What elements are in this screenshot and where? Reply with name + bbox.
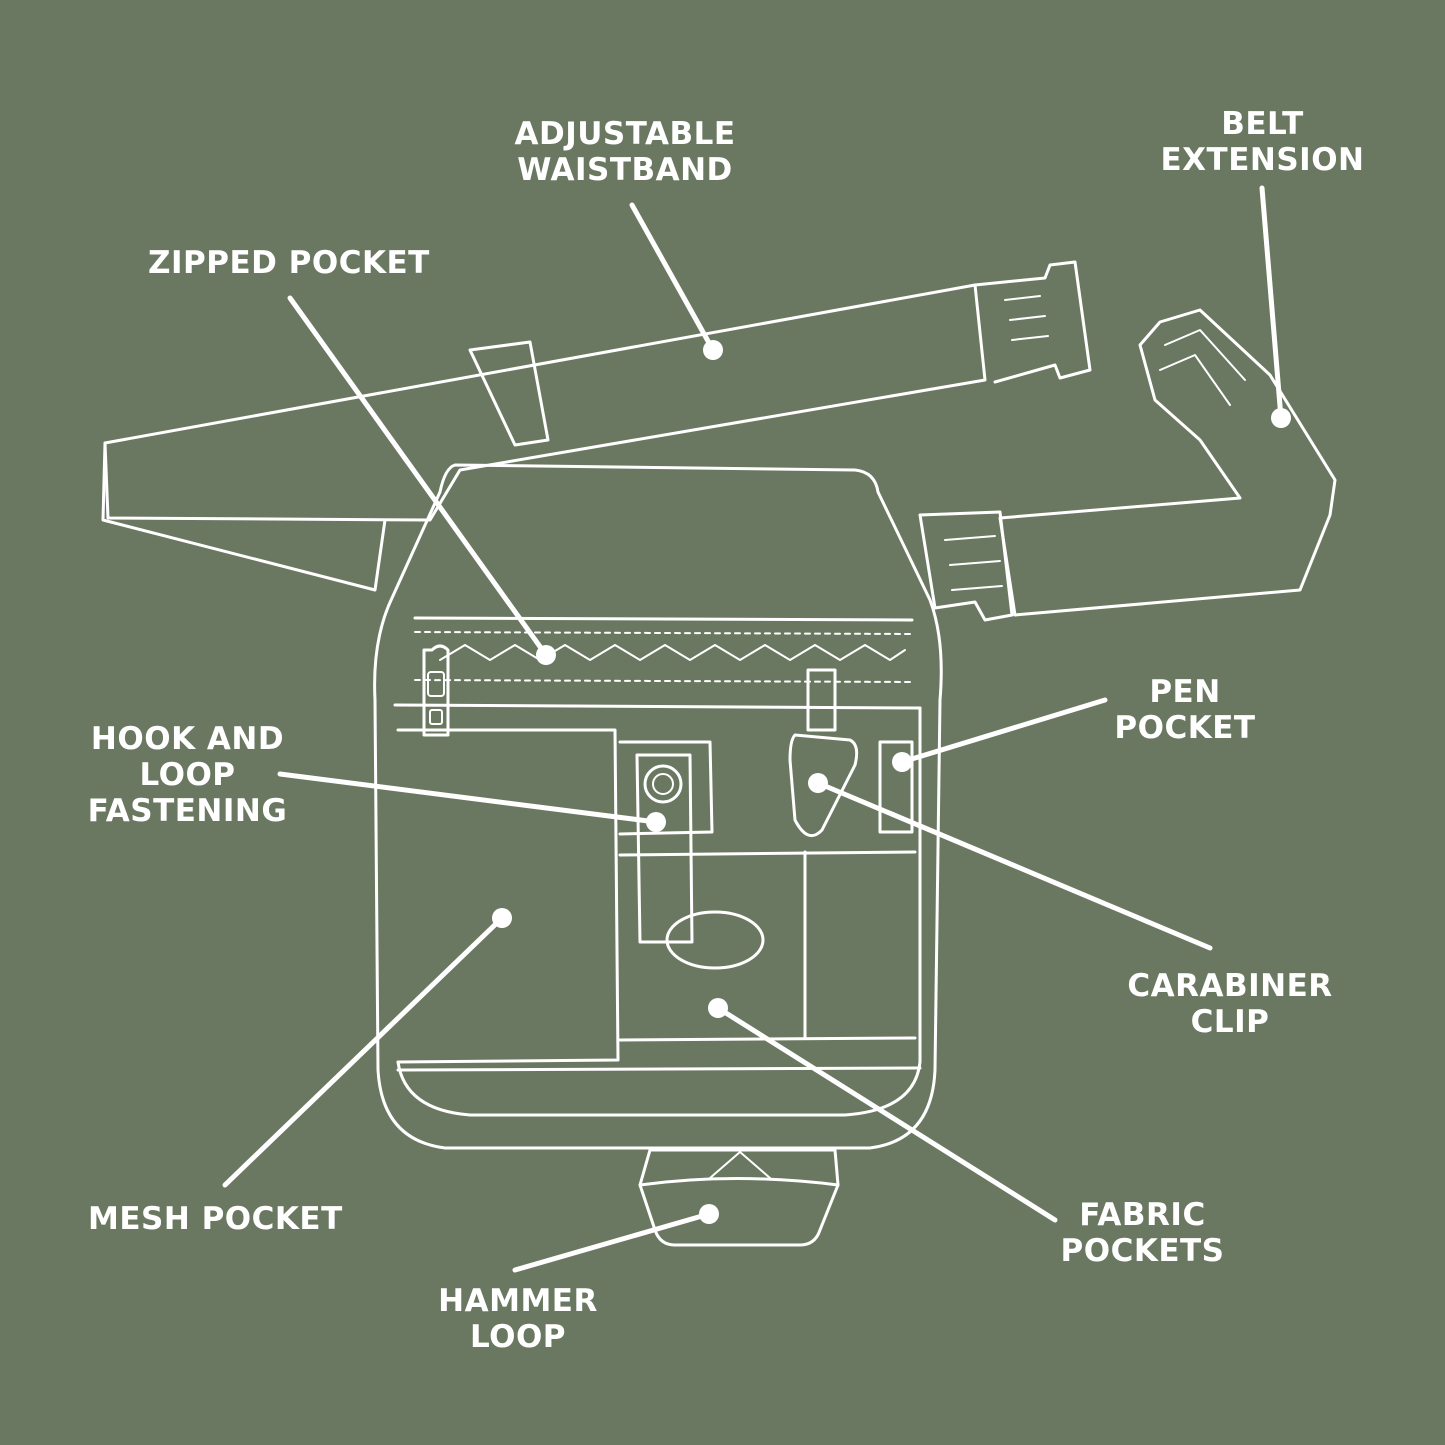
- label-line: FASTENING: [87, 793, 288, 829]
- label-line: HOOK AND: [90, 721, 285, 757]
- leader-adjustable-waistband: [629, 202, 723, 360]
- label-line: BELT: [1221, 106, 1304, 142]
- label-line: WAISTBAND: [517, 152, 733, 188]
- label-line: POCKETS: [1060, 1233, 1225, 1269]
- label-line: POCKET: [1114, 710, 1256, 746]
- leader-zipped-pocket: [287, 295, 556, 665]
- waistband-strap: [101, 260, 1092, 592]
- label-belt-extension: BELT EXTENSION: [1150, 106, 1375, 178]
- leader-pen-pocket: [892, 697, 1108, 772]
- label-line: CARABINER: [1127, 968, 1333, 1004]
- label-line: LOOP: [469, 1319, 567, 1355]
- label-line: EXTENSION: [1160, 142, 1365, 178]
- hammer-loop: [638, 1148, 840, 1247]
- label-line: HAMMER: [438, 1283, 598, 1319]
- leader-belt-extension: [1259, 185, 1291, 428]
- label-line: PEN: [1149, 674, 1221, 710]
- belt-extension-strap: [918, 308, 1337, 622]
- leader-mesh-pocket: [222, 908, 512, 1188]
- label-zipped-pocket: ZIPPED POCKET: [148, 245, 430, 281]
- leader-hook-and-loop: [277, 771, 666, 832]
- label-line: FABRIC: [1079, 1197, 1206, 1233]
- label-line: LOOP: [139, 757, 236, 793]
- label-hook-and-loop-fastening: HOOK AND LOOP FASTENING: [80, 721, 295, 829]
- label-line: ADJUSTABLE: [514, 116, 736, 152]
- pouch-body: [373, 463, 943, 1150]
- label-line: ZIPPED POCKET: [148, 245, 430, 281]
- label-fabric-pockets: FABRIC POCKETS: [1055, 1197, 1230, 1269]
- label-line: MESH POCKET: [88, 1201, 343, 1237]
- label-carabiner-clip: CARABINER CLIP: [1120, 968, 1340, 1040]
- label-adjustable-waistband: ADJUSTABLE WAISTBAND: [505, 116, 745, 188]
- label-line: CLIP: [1190, 1004, 1270, 1040]
- leader-fabric-pockets: [708, 998, 1058, 1223]
- label-mesh-pocket: MESH POCKET: [88, 1201, 343, 1237]
- leader-hammer-loop: [512, 1204, 719, 1273]
- label-hammer-loop: HAMMER LOOP: [428, 1283, 608, 1355]
- label-pen-pocket: PEN POCKET: [1105, 674, 1265, 746]
- leader-carabiner-clip: [808, 773, 1213, 951]
